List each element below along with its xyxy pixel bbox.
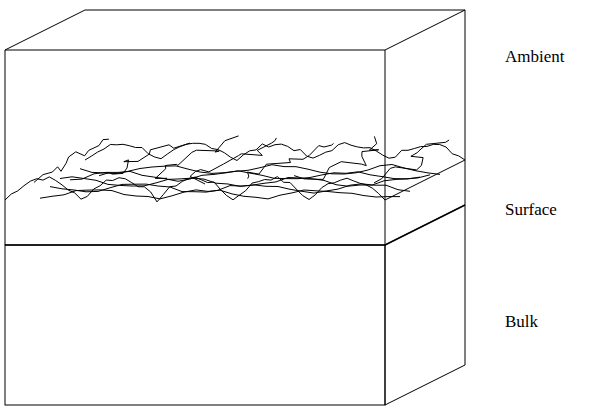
- bulk-front-face: [5, 245, 385, 405]
- ambient-edge: [465, 10, 466, 160]
- surface-ridge: [99, 143, 190, 176]
- rough-surface: [5, 136, 465, 202]
- block-outline: [5, 10, 465, 405]
- surface-ridge: [374, 140, 449, 183]
- ambient-edge: [5, 50, 6, 200]
- surface-ridge: [248, 144, 334, 179]
- surface-ridge: [85, 143, 465, 161]
- layer-label: Bulk: [505, 312, 538, 332]
- surface-ridge: [34, 139, 109, 182]
- surface-edge: [465, 160, 466, 205]
- layer-label: Surface: [505, 200, 557, 220]
- layer-label: Ambient: [505, 47, 565, 67]
- surface-ridge: [40, 190, 400, 199]
- ambient-top-face: [5, 10, 465, 50]
- bulk-side-face: [385, 205, 465, 405]
- surface-ridge: [190, 138, 276, 184]
- surface-edge: [5, 200, 6, 245]
- surface-ridge: [50, 184, 410, 193]
- surface-ridge: [70, 171, 430, 182]
- surface-ridge: [60, 177, 420, 187]
- surface-edge: [385, 200, 386, 245]
